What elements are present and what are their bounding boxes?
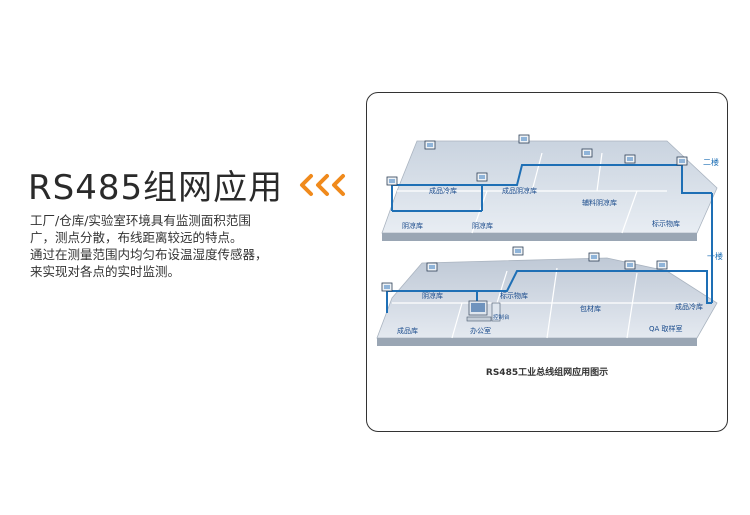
- lower-sensors: [381, 246, 668, 292]
- sensor-icon: [624, 154, 636, 164]
- sensor-icon: [624, 260, 636, 270]
- sensor-icon: [381, 282, 393, 292]
- floor-label-lower: 一楼: [707, 251, 723, 261]
- heading: RS485组网应用: [28, 160, 351, 209]
- lower-floor-slab: [376, 257, 718, 346]
- floor-label-upper: 二楼: [703, 157, 719, 167]
- sensor-icon: [581, 148, 593, 158]
- description-para-1: 工厂/仓库/实验室环境具有监测面积范围广，测点分散，布线距离较远的特点。: [30, 213, 251, 245]
- room-label: 包材库: [580, 304, 601, 313]
- sensor-icon: [386, 176, 398, 186]
- sensor-icon: [476, 172, 488, 182]
- room-label: 办公室: [470, 326, 491, 335]
- page-title: RS485组网应用: [28, 168, 284, 208]
- sensor-icon: [588, 252, 600, 262]
- room-label: 成品冷库: [429, 186, 457, 195]
- sensor-icon: [656, 260, 668, 270]
- room-label: 标示物库: [500, 291, 528, 300]
- room-label: 阴凉库: [472, 221, 493, 230]
- room-label: 成品阴凉库: [502, 186, 537, 195]
- room-label: 阴凉库: [402, 221, 423, 230]
- room-label: 标示物库: [652, 219, 680, 228]
- sensor-icon: [424, 140, 436, 150]
- diagram-panel: 成品冷库 成品阴凉库 辅料阴凉库 阴凉库 阴凉库 标示物库 二楼 阴凉库 标示物…: [366, 92, 728, 432]
- diagram-caption: RS485工业总线组网应用图示: [485, 368, 609, 378]
- room-label: 控制台: [493, 313, 510, 321]
- room-label: 成品冷库: [675, 302, 703, 311]
- room-label: 阴凉库: [422, 291, 443, 300]
- description-para-2: 通过在测量范围内均匀布设温湿度传感器，来实现对各点的实时监测。: [30, 247, 268, 279]
- room-label: 成品库: [397, 326, 418, 335]
- sensor-icon: [426, 262, 438, 272]
- computer-icon: [466, 300, 501, 322]
- network-diagram: 成品冷库 成品阴凉库 辅料阴凉库 阴凉库 阴凉库 标示物库 二楼 阴凉库 标示物…: [376, 134, 723, 346]
- sensor-icon: [512, 246, 524, 256]
- room-label: 辅料阴凉库: [582, 198, 617, 207]
- room-label: QA 取样室: [649, 324, 683, 333]
- sensor-icon: [676, 156, 688, 166]
- triple-chevron-left-icon: [297, 172, 351, 198]
- description: 工厂/仓库/实验室环境具有监测面积范围广，测点分散，布线距离较远的特点。 通过在…: [30, 212, 270, 280]
- sensor-icon: [518, 134, 530, 144]
- upper-sensors: [386, 134, 688, 186]
